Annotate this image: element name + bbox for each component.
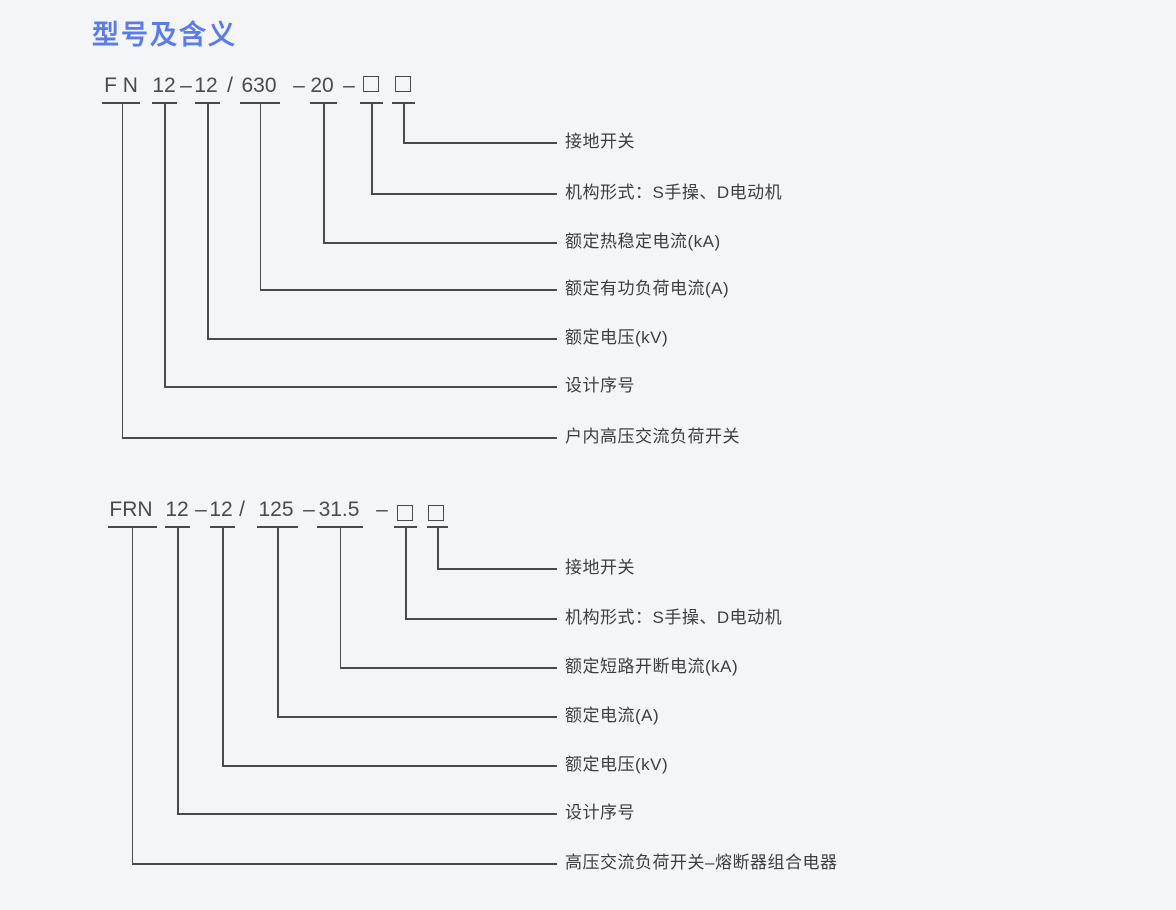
connector-hline: [121, 437, 557, 439]
fn-label-product-name: 户内高压交流负荷开关: [565, 427, 740, 446]
connector-vline: [121, 102, 123, 437]
frn-label-rated-current: 额定电流(A): [565, 706, 660, 725]
frn-label-rated-voltage: 额定电压(kV): [565, 755, 669, 774]
connector-vline: [222, 526, 224, 765]
connector-hline: [164, 386, 557, 388]
connector-vline: [164, 102, 166, 386]
frn-earthing-placeholder-box: [428, 505, 444, 521]
connector-hline: [405, 618, 557, 620]
fn-segment-voltage: 12: [194, 74, 218, 97]
underline-bar: [102, 102, 140, 104]
dash-separator: –: [376, 498, 388, 521]
connector-vline: [405, 526, 407, 618]
connector-vline: [131, 526, 133, 863]
frn-segment-voltage: 12: [209, 498, 233, 521]
connector-hline: [339, 667, 557, 669]
frn-segment-design: 12: [165, 498, 189, 521]
slash-separator: /: [227, 74, 233, 97]
connector-hline: [403, 142, 557, 144]
connector-hline: [277, 716, 557, 718]
connector-hline: [259, 289, 557, 291]
connector-vline: [437, 526, 439, 568]
fn-label-design-serial: 设计序号: [565, 376, 635, 395]
connector-vline: [259, 102, 261, 289]
connector-hline: [371, 193, 557, 195]
fn-label-rated-voltage: 额定电压(kV): [565, 328, 669, 347]
fn-label-rated-thermal-current: 额定热稳定电流(kA): [565, 232, 721, 251]
connector-vline: [207, 102, 209, 338]
fn-segment-series: F N: [104, 74, 138, 97]
fn-label-earthing-switch: 接地开关: [565, 132, 635, 151]
frn-label-rated-breaking-current: 额定短路开断电流(kA): [565, 657, 739, 676]
frn-label-mechanism-type: 机构形式：S手操、D电动机: [565, 608, 783, 627]
page-title: 型号及含义: [92, 20, 237, 50]
dash-separator: –: [303, 498, 315, 521]
connector-hline: [131, 863, 557, 865]
frn-segment-current: 125: [258, 498, 294, 521]
frn-label-design-serial: 设计序号: [565, 803, 635, 822]
connector-hline: [222, 765, 557, 767]
fn-earthing-placeholder-box: [395, 76, 411, 92]
fn-segment-thermal: 20: [310, 74, 334, 97]
fn-segment-design: 12: [152, 74, 176, 97]
slash-separator: /: [239, 498, 245, 521]
connector-hline: [207, 338, 557, 340]
dash-separator: –: [195, 498, 207, 521]
dash-separator: –: [293, 74, 305, 97]
connector-vline: [371, 102, 373, 193]
frn-label-product-name: 高压交流负荷开关–熔断器组合电器: [565, 853, 838, 872]
fn-label-rated-load-current: 额定有功负荷电流(A): [565, 279, 730, 298]
fn-segment-current: 630: [241, 74, 277, 97]
fn-label-mechanism-type: 机构形式：S手操、D电动机: [565, 183, 783, 202]
frn-segment-series: FRN: [109, 498, 153, 521]
connector-vline: [403, 102, 405, 142]
frn-label-earthing-switch: 接地开关: [565, 558, 635, 577]
dash-separator: –: [180, 74, 192, 97]
connector-vline: [277, 526, 279, 716]
frn-segment-breaking: 31.5: [318, 498, 360, 521]
connector-vline: [323, 102, 325, 242]
connector-vline: [339, 526, 341, 667]
connector-hline: [177, 813, 557, 815]
connector-vline: [177, 526, 179, 813]
dash-separator: –: [343, 74, 355, 97]
connector-hline: [437, 568, 557, 570]
frn-mechanism-placeholder-box: [397, 505, 413, 521]
connector-hline: [323, 242, 557, 244]
fn-mechanism-placeholder-box: [363, 76, 379, 92]
